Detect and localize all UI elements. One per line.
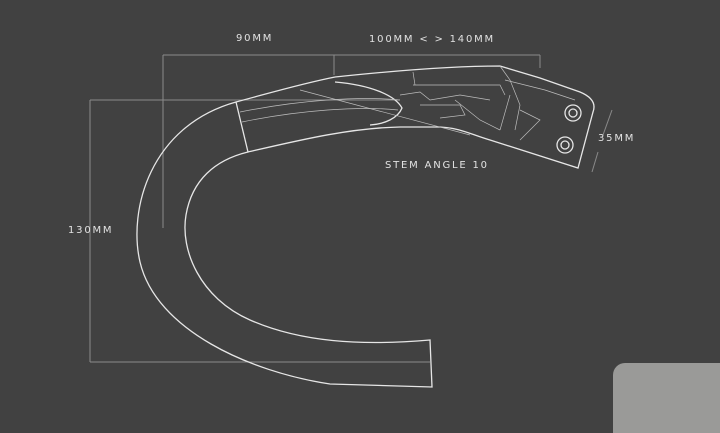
drop-outline <box>136 76 433 388</box>
bolt-outer <box>556 136 574 154</box>
bolt-inner <box>560 140 570 150</box>
drop-label: 130MM <box>68 225 114 236</box>
stem-detail-lines <box>239 65 576 141</box>
stem-outline <box>334 65 595 169</box>
stem-junction-curve <box>334 81 403 126</box>
bolt-inner <box>568 108 578 118</box>
handlebar-drawing <box>89 54 613 388</box>
reach-label: 90MM <box>236 33 274 44</box>
handlebar-outline <box>136 65 595 388</box>
corner-panel <box>613 363 720 433</box>
dimension-lines <box>89 54 613 363</box>
clamp-dim-line-top <box>602 109 613 136</box>
clamp-dim-line-bottom <box>591 151 599 173</box>
clamp-label: 35MM <box>598 133 636 144</box>
stem-angle-label: STEM ANGLE 10 <box>385 160 489 171</box>
stem-length-label: 100MM < > 140MM <box>369 34 495 45</box>
bar-section-line <box>235 101 249 153</box>
bolt-outer <box>564 104 582 122</box>
